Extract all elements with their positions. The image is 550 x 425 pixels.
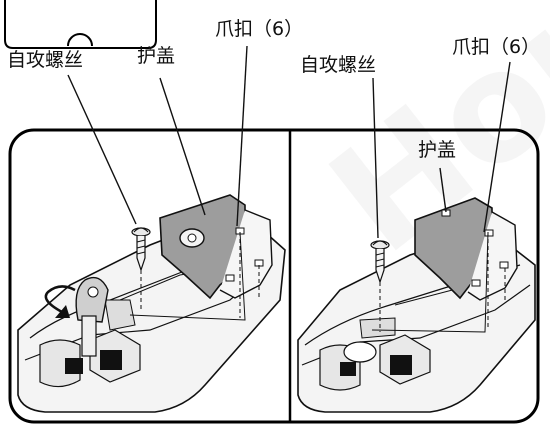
right-screw-label: 自攻螺丝	[300, 54, 377, 76]
left-screw-label: 自攻螺丝	[7, 49, 84, 71]
left-panel	[17, 45, 286, 413]
right-cover	[414, 197, 493, 300]
left-cover	[159, 194, 246, 300]
left-cover-label: 护盖	[137, 45, 176, 67]
curved-arrow-icon	[44, 285, 76, 314]
previous-figure-circle	[67, 33, 93, 47]
diagram-frame	[8, 128, 540, 424]
right-panel	[297, 61, 536, 413]
key-icon	[75, 276, 109, 357]
left-claw-label: 爪扣（6）	[215, 18, 304, 40]
right-claw-label: 爪扣（6）	[452, 36, 541, 58]
right-cover-label: 护盖	[418, 139, 457, 161]
previous-figure-box	[4, 0, 157, 49]
